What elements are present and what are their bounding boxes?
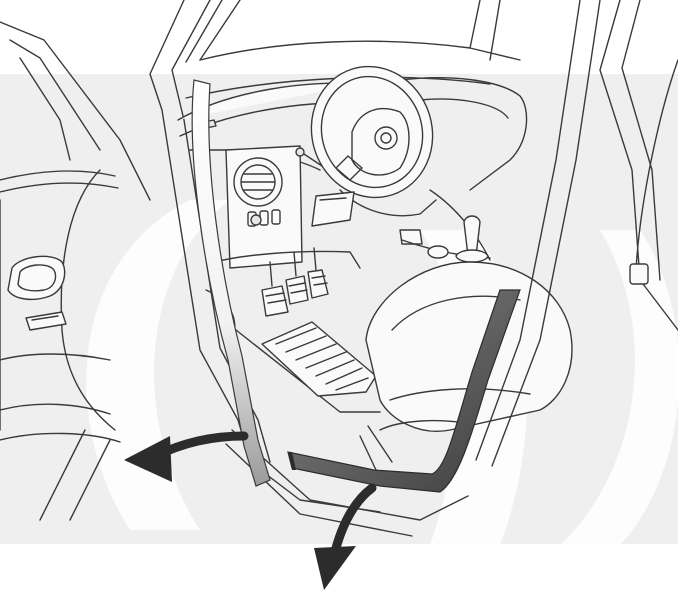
handbrake-icon	[428, 246, 448, 258]
air-vent-icon	[226, 146, 302, 268]
door-handle	[8, 256, 65, 299]
